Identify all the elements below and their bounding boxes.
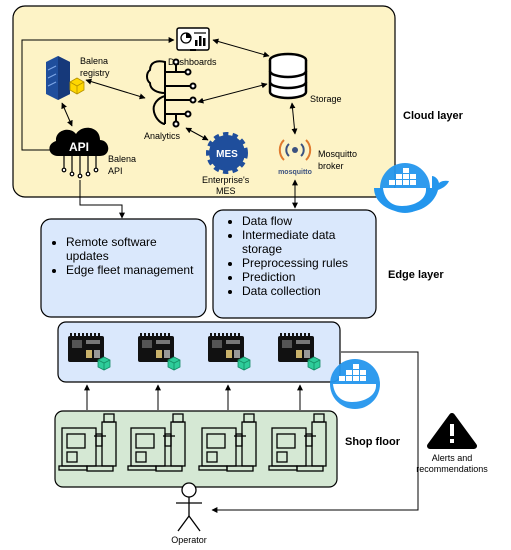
mes-icon-text: MES <box>216 149 238 160</box>
balena-registry-label-line1: Balena <box>80 56 108 66</box>
injection-machine-icon <box>58 413 117 472</box>
container-cube-icon <box>307 356 321 371</box>
injection-machine-icon <box>198 413 257 472</box>
edge-left-item: Remote software updates <box>66 235 200 263</box>
server-icon <box>46 56 70 100</box>
mosquitto-label-line1: Mosquitto <box>318 149 357 159</box>
edge-device-board-icon <box>138 333 174 362</box>
operator-stick-figure-icon <box>176 482 202 532</box>
mosquitto-icon-text: mosquitto <box>278 169 312 176</box>
edge-right-item: Preprocessing rules <box>242 256 374 270</box>
api-icon-text: API <box>69 140 89 154</box>
edge-device-board-icon <box>278 333 314 362</box>
container-cube-icon <box>237 356 251 371</box>
dashboard-icon <box>176 27 210 51</box>
cube-icon <box>69 77 85 95</box>
alerts-label-line1: Alerts and <box>432 453 473 463</box>
mes-gear-icon <box>206 132 248 174</box>
warning-icon <box>427 413 477 449</box>
edge-left-list: Remote software updatesEdge fleet manage… <box>48 235 200 277</box>
balena-registry-label-line2: registry <box>80 68 110 78</box>
balena-api-label-line1: Balena <box>108 154 136 164</box>
api-cloud-icon <box>49 127 109 179</box>
registry-analytics-arrow <box>85 78 146 100</box>
edge-right-item: Prediction <box>242 270 374 284</box>
edge-right-item: Data flow <box>242 214 374 228</box>
docker-whale-icon-top <box>374 163 449 213</box>
brain-circuit-icon <box>146 58 197 128</box>
registry-api-arrow <box>61 102 73 127</box>
edge-right-box <box>212 209 377 319</box>
shop-floor-label: Shop floor <box>345 436 401 448</box>
dashboards-label: Dashboards <box>168 57 217 67</box>
api-to-edge-arrow <box>79 180 125 219</box>
mes-label-line2: MES <box>216 186 236 196</box>
operator-label: Operator <box>171 535 207 545</box>
mosquitto-icon <box>278 139 312 161</box>
analytics-label: Analytics <box>144 131 181 141</box>
edge-left-box <box>40 218 207 318</box>
injection-machine-icon <box>268 413 327 472</box>
storage-mosquitto-arrow <box>289 102 298 135</box>
edge-right-item: Intermediate data storage <box>242 228 374 256</box>
edge-device-board-icon <box>208 333 244 362</box>
cloud-layer-label: Cloud layer <box>403 110 464 122</box>
storage-label: Storage <box>310 94 342 104</box>
edge-device-board-icon <box>68 333 104 362</box>
balena-api-label-line2: API <box>108 166 123 176</box>
edge-left-item: Edge fleet management <box>66 263 200 277</box>
container-cube-icon <box>97 356 111 371</box>
mosquitto-label-line2: broker <box>318 161 344 171</box>
docker-whale-icon-bottom <box>330 359 380 409</box>
edge-right-item: Data collection <box>242 284 374 298</box>
api-to-dashboards-arrow <box>21 37 175 151</box>
dashboards-storage-arrow <box>212 38 270 58</box>
container-cube-icon <box>167 356 181 371</box>
analytics-storage-arrow <box>197 82 268 104</box>
shop-floor-box <box>54 410 338 488</box>
analytics-mes-arrow <box>185 127 209 141</box>
mes-label-line1: Enterprise's <box>202 175 250 185</box>
alerts-to-operator-arrow <box>211 351 419 513</box>
database-icon <box>268 52 308 100</box>
injection-machine-icon <box>127 413 186 472</box>
alerts-label-line2: recommendations <box>416 464 488 474</box>
edge-right-list: Data flowIntermediate data storagePrepro… <box>224 214 374 298</box>
edge-device-strip <box>57 321 341 383</box>
edge-layer-label: Edge layer <box>388 269 444 281</box>
